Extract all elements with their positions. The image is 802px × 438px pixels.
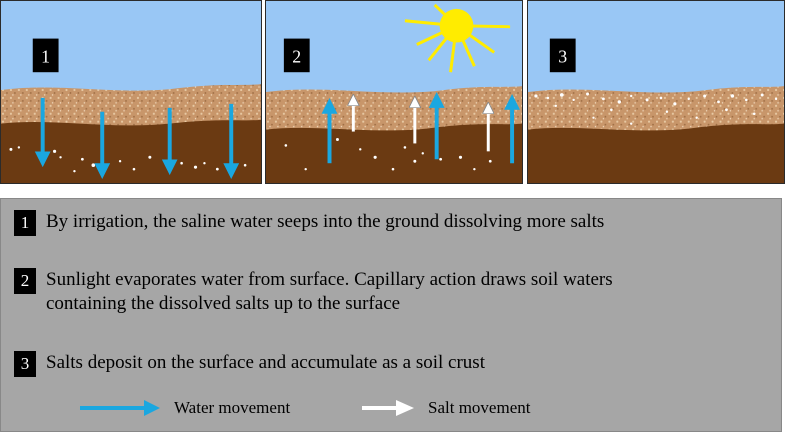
panel-2-illustration: 2	[266, 1, 522, 183]
step-number-badge: 2	[14, 268, 36, 294]
step-1: 1 By irrigation, the saline water seeps …	[14, 210, 604, 236]
legend-salt-label: Salt movement	[428, 398, 531, 417]
subsoil	[1, 119, 261, 183]
step-number-badge: 3	[14, 351, 36, 377]
water-arrow-icon	[80, 400, 160, 416]
legend-water: Water movement	[78, 398, 290, 418]
step-text: Sunlight evaporates water from surface. …	[46, 269, 613, 314]
salt-arrows	[353, 100, 488, 152]
salt-crust	[534, 92, 778, 125]
water-arrows	[34, 97, 240, 180]
legend-salt: Salt movement	[360, 398, 530, 418]
panel-irrigation: 1	[0, 0, 262, 184]
panel-number: 3	[558, 46, 567, 66]
panel-salt-crust: 3	[527, 0, 785, 184]
salt-particles	[9, 146, 247, 173]
sun-icon	[404, 3, 511, 73]
panel-number: 2	[292, 46, 301, 66]
panel-number-badge	[32, 38, 59, 73]
panel-number: 1	[41, 46, 50, 66]
subsoil	[528, 123, 784, 183]
step-text: By irrigation, the saline water seeps in…	[46, 211, 605, 232]
panel-number-badge	[549, 38, 576, 73]
panel-3-illustration: 3	[528, 1, 784, 183]
panel-number-badge	[283, 38, 310, 73]
legend-water-label: Water movement	[174, 398, 291, 417]
subsoil	[266, 123, 522, 183]
water-arrows	[321, 92, 521, 164]
caption-box	[0, 198, 782, 432]
panel-1-illustration: 1	[1, 1, 261, 183]
step-2: 2 Sunlight evaporates water from surface…	[14, 268, 613, 316]
step-3: 3 Salts deposit on the surface and accum…	[14, 351, 485, 377]
panel-evaporation: 2	[265, 0, 523, 184]
salt-arrow-icon	[362, 400, 414, 416]
step-text: Salts deposit on the surface and accumul…	[46, 352, 485, 373]
step-number-badge: 1	[14, 210, 36, 236]
